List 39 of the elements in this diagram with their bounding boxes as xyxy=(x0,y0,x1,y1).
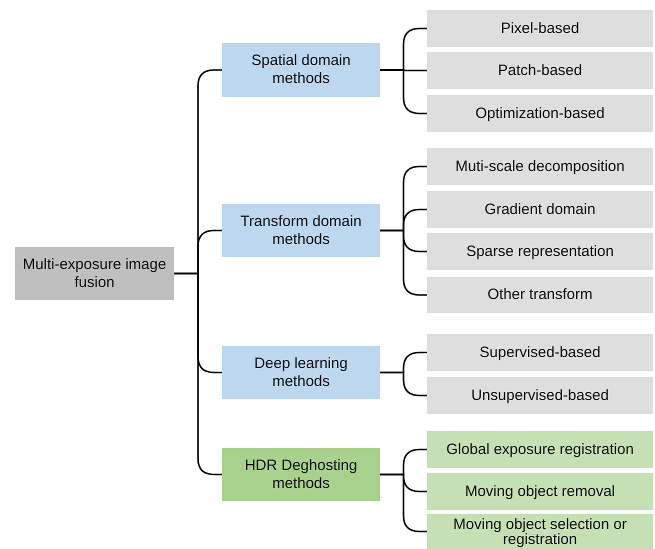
bracket-connector xyxy=(380,230,427,296)
method-box xyxy=(427,95,653,132)
category-box xyxy=(222,204,380,257)
method-box xyxy=(427,191,653,228)
method-box xyxy=(427,334,653,371)
node-label: Patch-based xyxy=(498,62,582,80)
category-box xyxy=(222,448,380,501)
node-label: Supervised-based xyxy=(480,344,600,362)
bracket-connector xyxy=(380,69,427,114)
method-box xyxy=(427,431,653,468)
method-box xyxy=(427,10,653,47)
node-label: Spatial domain methods xyxy=(250,52,352,88)
method-box xyxy=(427,148,653,185)
bracket-connector xyxy=(380,474,427,532)
category-box xyxy=(222,346,380,399)
node-label: HDR Deghosting methods xyxy=(244,456,358,492)
node-label: Moving object selection or registration xyxy=(452,516,628,546)
node-label: Moving object removal xyxy=(464,482,616,500)
node-label: Unsupervised-based xyxy=(471,386,609,404)
node-label: Other transform xyxy=(487,286,593,304)
method-box xyxy=(427,233,653,270)
node-label: Pixel-based xyxy=(500,20,580,38)
method-box xyxy=(427,377,653,414)
category-box xyxy=(222,43,380,97)
node-label: Transform domain methods xyxy=(239,212,363,248)
method-box xyxy=(427,473,653,510)
node-label: Multi-exposure image fusion xyxy=(22,256,168,292)
node-label: Optimization-based xyxy=(475,104,605,122)
node-label: Gradient domain xyxy=(484,200,596,218)
node-label: Deep learning methods xyxy=(253,354,349,390)
method-box xyxy=(427,277,653,313)
method-box xyxy=(427,52,653,89)
node-label: Muti-scale decomposition xyxy=(455,158,625,176)
bracket-connector xyxy=(380,372,427,396)
node-label: Global exposure registration xyxy=(446,442,634,457)
node-label: Sparse representation xyxy=(466,242,614,260)
method-box xyxy=(427,514,653,549)
category-box xyxy=(15,247,174,300)
bracket-connector xyxy=(174,272,222,476)
